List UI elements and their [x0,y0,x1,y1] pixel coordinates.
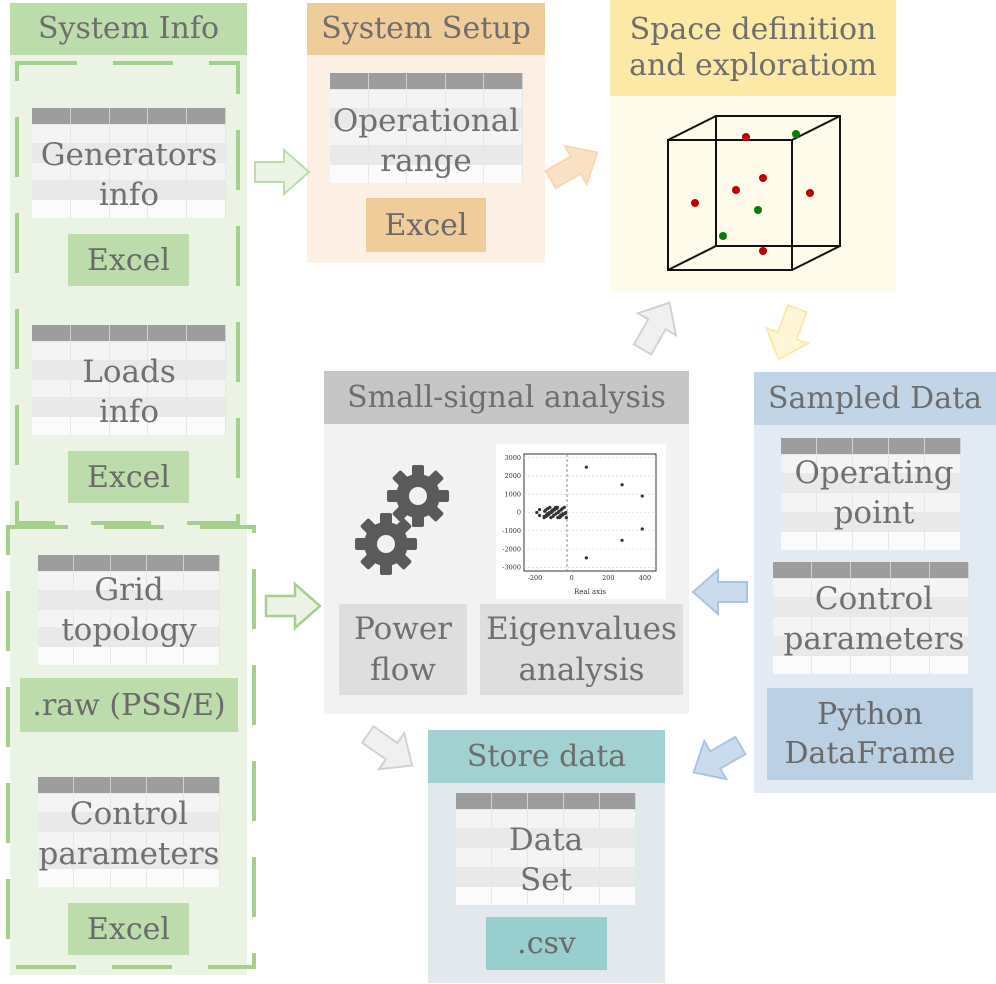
eigenvalue-point [564,510,568,515]
grid-table-icon [38,555,220,665]
arrow-space-to-sampled [757,300,819,368]
control-table-icon [38,777,220,887]
plot-ytick-label: 2000 [504,472,521,480]
eigenvalue-point [564,516,568,520]
csv-tag: .csv [486,917,607,970]
space-title: Space definition and exploratiom [610,0,896,96]
loads-table-icon [32,325,226,435]
arrow-info-to-ssa [264,582,322,630]
control-label-line2: parameters [38,836,220,872]
operating-point-line1: Operating [794,454,954,491]
control-excel-tag: Excel [68,903,189,955]
loads-label-line1: Loads [82,353,176,390]
power-flow-box: Power flow [339,604,467,695]
python-dataframe-tag: Python DataFrame [767,688,973,780]
arrow-ssa-to-store [354,715,426,785]
generators-label: Generators info [22,133,236,217]
plot-ytick-label: 3000 [504,454,521,462]
dataset-line1: Data [508,821,584,858]
dataset-line2: Set [519,862,573,898]
power-flow-line1: Power [354,611,452,648]
operating-point-label: Operating point [762,452,986,534]
control-label-line1: Control [69,795,189,832]
system-info-title: System Info [10,3,247,55]
eigenvalue-point [620,483,624,487]
space-panel [610,96,896,292]
operational-range-label: Operational range [316,99,536,183]
arrow-setup-to-space [538,132,610,200]
generators-label-line2: info [98,177,160,213]
sampled-control-table-icon [773,562,969,674]
eigenvalue-point [640,494,644,498]
plot-xtick-label: -200 [528,574,543,582]
eigenvalue-point [537,513,542,518]
eigenvalue-point [561,512,565,516]
plot-ytick-label: -1000 [502,527,521,535]
python-dataframe-line1: Python [817,697,923,732]
setup-excel-tag: Excel [366,198,486,252]
loads-label-line2: info [98,394,160,430]
grid-label-line2: topology [61,612,197,648]
system-setup-title: System Setup [307,3,545,55]
store-title: Store data [428,730,665,783]
space-title-line1: Space definition [629,12,877,47]
grid-raw-tag: .raw (PSS/E) [20,678,238,732]
python-dataframe-line2: DataFrame [784,736,956,771]
plot-ytick-label: 0 [517,509,521,517]
plot-ytick-label: 1000 [504,490,521,498]
sampled-control-label: Control parameters [762,578,986,660]
operational-range-line1: Operational [332,102,520,139]
eigenvalue-point [640,527,644,531]
setup-table-icon [330,73,523,183]
generators-label-line1: Generators [40,136,218,173]
dataset-label: Data Set [440,818,652,902]
generators-excel-tag: Excel [68,234,189,286]
eigenvalue-point [584,556,588,560]
eigenvalue-point [554,505,558,509]
plot-ytick-label: -3000 [502,564,521,572]
loads-label: Loads info [22,350,236,434]
eigenvalue-point [584,465,588,469]
sampled-title: Sampled Data [754,372,996,425]
plot-ytick-label: -2000 [502,545,521,553]
control-label: Control parameters [22,792,236,876]
ssa-title: Small-signal analysis [324,371,689,424]
eigenvalues-line1: Eigenvalues [486,611,677,648]
grid-label-line1: Grid [94,571,164,608]
plot-xtick-label: 200 [602,574,614,582]
generators-table-icon [32,108,226,218]
arrow-sampled-to-ssa [692,569,748,615]
eigenvalue-point [562,505,566,509]
dataset-table-icon [456,793,636,905]
eigenvalue-point [620,538,624,542]
arrow-ssa-to-space [622,290,690,362]
sampled-control-line1: Control [814,580,934,617]
grid-label: Grid topology [22,568,236,652]
sampled-control-line2: parameters [783,621,965,657]
svg-text:Real axis: Real axis [574,588,606,596]
eigenvalues-line2: analysis [518,651,645,688]
loads-excel-tag: Excel [68,451,189,503]
arrow-info-to-setup [254,149,310,195]
eigenvalues-box: Eigenvalues analysis [480,604,683,695]
power-flow-line2: flow [370,651,436,688]
sample-points [691,130,814,255]
operating-point-table-icon [781,438,961,550]
space-title-line2: and exploratiom [629,48,877,83]
eigenvalue-point [537,507,542,512]
plot-xtick-label: 400 [639,574,651,582]
operating-point-line2: point [833,495,915,531]
eigenvalue-point [535,510,539,515]
eigenvalue-point [548,505,552,509]
operational-range-line2: range [380,143,472,179]
arrow-sampled-to-store [681,725,753,793]
plot-xtick-label: 0 [570,574,574,582]
